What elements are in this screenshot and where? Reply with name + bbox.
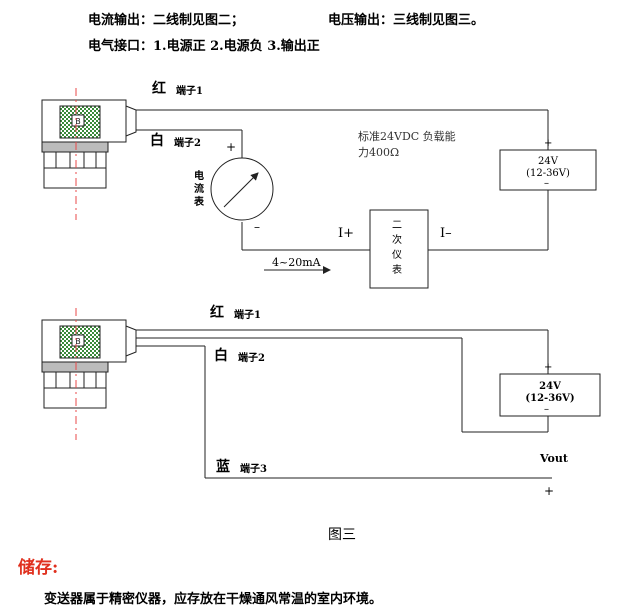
ammeter <box>210 157 274 221</box>
connector-note: 电气接口：1.电源正 2.电源负 3.输出正 <box>88 39 320 54</box>
top-supply-minus: – <box>544 178 549 189</box>
bottom-terminal3-label: 端子3 <box>240 464 267 475</box>
bottom-supply-voltage: 24V <box>539 381 561 392</box>
secondary-instrument <box>369 209 429 289</box>
vout-label: Vout <box>540 452 568 465</box>
top-terminal1-label: 端子1 <box>176 86 203 97</box>
figure-caption: 图三 <box>328 527 356 543</box>
current-output-note: 电流输出：二线制见图二； <box>88 13 245 28</box>
top-white-label: 白 <box>150 133 164 149</box>
transmitter-top: B <box>41 99 137 189</box>
bottom-blue-label: 蓝 <box>216 459 230 475</box>
ammeter-plus: + <box>226 140 237 154</box>
i-plus-label: I+ <box>338 226 355 241</box>
ammeter-label: 电 流 表 <box>194 171 204 208</box>
top-terminal2-label: 端子2 <box>174 138 201 149</box>
bottom-supply-plus: + <box>544 362 553 373</box>
vout-plus: + <box>544 484 555 498</box>
load-note-line2: 力400Ω <box>358 146 400 159</box>
svg-text:B: B <box>75 117 81 126</box>
bottom-white-label: 白 <box>214 348 228 364</box>
top-supply-range: (12-36V) <box>526 168 570 179</box>
load-note-line1: 标准24VDC 负载能 <box>358 130 456 143</box>
top-supply-plus: + <box>544 138 553 149</box>
bottom-red-label: 红 <box>210 305 224 321</box>
wires-top <box>136 109 549 251</box>
bottom-supply-minus: – <box>544 404 549 415</box>
power-supply-top <box>499 149 597 191</box>
svg-text:B: B <box>75 337 81 346</box>
bottom-supply-range: (12-36V) <box>525 393 575 404</box>
top-supply-voltage: 24V <box>538 156 558 167</box>
power-supply-bottom <box>499 373 601 417</box>
top-red-label: 红 <box>152 81 166 97</box>
wires-bottom <box>136 329 552 479</box>
bottom-terminal2-label: 端子2 <box>238 353 265 364</box>
bottom-terminal1-label: 端子1 <box>234 310 261 321</box>
transmitter-bottom: B <box>41 319 137 409</box>
voltage-output-note: 电压输出：三线制见图三。 <box>328 13 485 28</box>
storage-title: 储存: <box>18 558 59 578</box>
storage-text: 变送器属于精密仪器，应存放在干燥通风常温的室内环境。 <box>44 592 383 607</box>
instrument-label: 二 次 仪 表 <box>392 220 402 276</box>
ammeter-minus: – <box>254 220 260 234</box>
i-minus-label: I– <box>440 226 452 241</box>
current-range-label: 4~20mA <box>272 256 321 269</box>
